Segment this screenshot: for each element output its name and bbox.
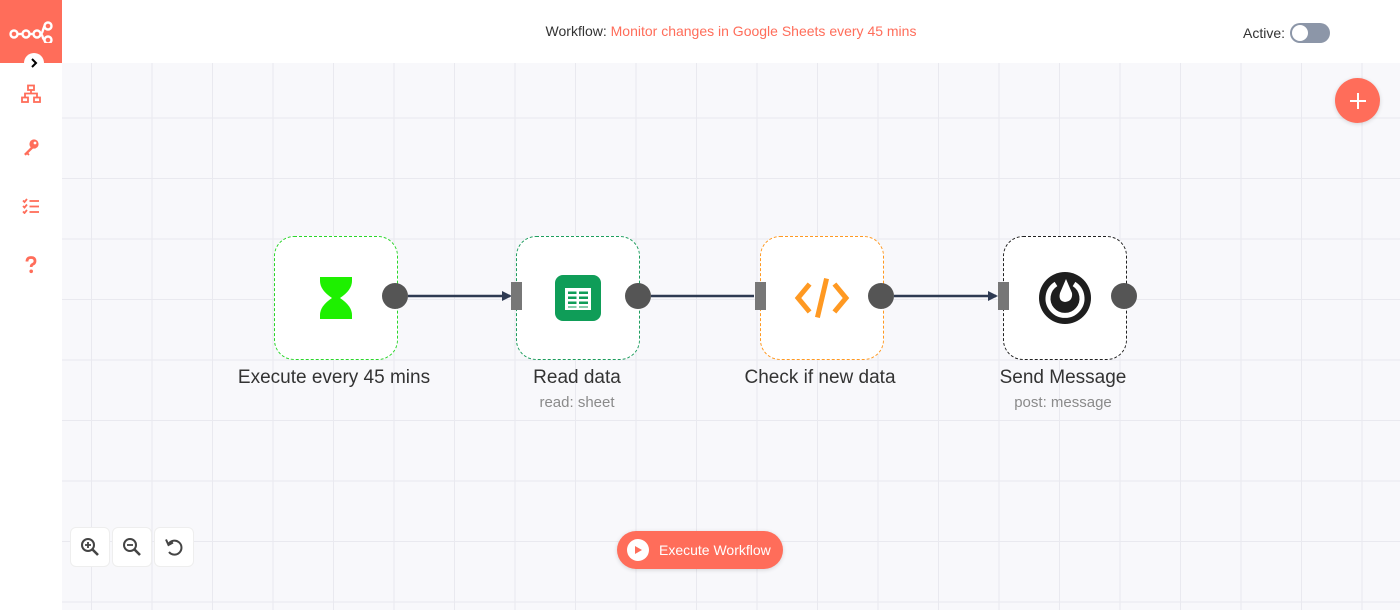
sidebar-collapse-button[interactable] <box>24 53 44 73</box>
chevron-right-icon <box>31 58 38 68</box>
sidebar-item-help[interactable] <box>18 252 44 278</box>
active-toggle[interactable] <box>1290 23 1330 43</box>
output-handle[interactable] <box>1111 283 1137 309</box>
node-subtitle: post: message <box>1014 394 1112 411</box>
zoom-in-button[interactable] <box>70 527 110 567</box>
node-check-if-new-data[interactable] <box>760 236 884 360</box>
network-icon <box>21 84 41 103</box>
question-icon <box>25 256 37 274</box>
execute-workflow-label: Execute Workflow <box>659 542 771 558</box>
zoom-out-button[interactable] <box>112 527 152 567</box>
input-handle[interactable] <box>511 282 522 310</box>
workflow-canvas[interactable] <box>62 63 1400 610</box>
zoom-in-icon <box>81 538 99 556</box>
node-send-message[interactable] <box>1003 236 1127 360</box>
node-read-data[interactable] <box>516 236 640 360</box>
add-node-button[interactable] <box>1335 78 1380 123</box>
task-list-icon <box>22 198 39 214</box>
header: Workflow: Monitor changes in Google Shee… <box>62 0 1400 63</box>
active-label: Active: <box>1242 25 1285 41</box>
sidebar-item-workflows[interactable] <box>18 81 44 107</box>
play-icon <box>627 539 649 561</box>
reset-zoom-button[interactable] <box>154 527 194 567</box>
output-handle[interactable] <box>868 283 894 309</box>
execute-workflow-button[interactable]: Execute Workflow <box>617 531 783 569</box>
key-icon <box>24 139 39 156</box>
google-sheets-icon <box>555 275 601 321</box>
sidebar <box>0 0 62 610</box>
undo-icon <box>165 539 183 556</box>
sidebar-item-credentials[interactable] <box>18 134 44 160</box>
node-subtitle: read: sheet <box>539 394 615 411</box>
toggle-knob <box>1292 25 1308 41</box>
input-handle[interactable] <box>755 282 766 310</box>
output-handle[interactable] <box>625 283 651 309</box>
code-icon <box>794 278 850 318</box>
hourglass-icon <box>320 277 352 319</box>
node-label: Execute every 45 mins <box>237 367 431 388</box>
n8n-logo[interactable] <box>0 0 62 63</box>
active-control: Active: <box>1243 23 1330 43</box>
node-label: Read data <box>533 367 621 388</box>
plus-icon <box>1349 92 1366 109</box>
mattermost-icon <box>1039 272 1091 324</box>
node-label: Send Message <box>999 367 1127 388</box>
workflow-title: Workflow: Monitor changes in Google Shee… <box>62 23 1400 39</box>
output-handle[interactable] <box>382 283 408 309</box>
input-handle[interactable] <box>998 282 1009 310</box>
node-label: Check if new data <box>744 367 896 388</box>
workflow-name[interactable]: Monitor changes in Google Sheets every 4… <box>610 23 917 39</box>
zoom-out-icon <box>123 538 141 556</box>
workflow-title-prefix: Workflow: <box>545 23 607 39</box>
node-execute-every-45-mins[interactable] <box>274 236 398 360</box>
sidebar-item-executions[interactable] <box>18 193 44 219</box>
